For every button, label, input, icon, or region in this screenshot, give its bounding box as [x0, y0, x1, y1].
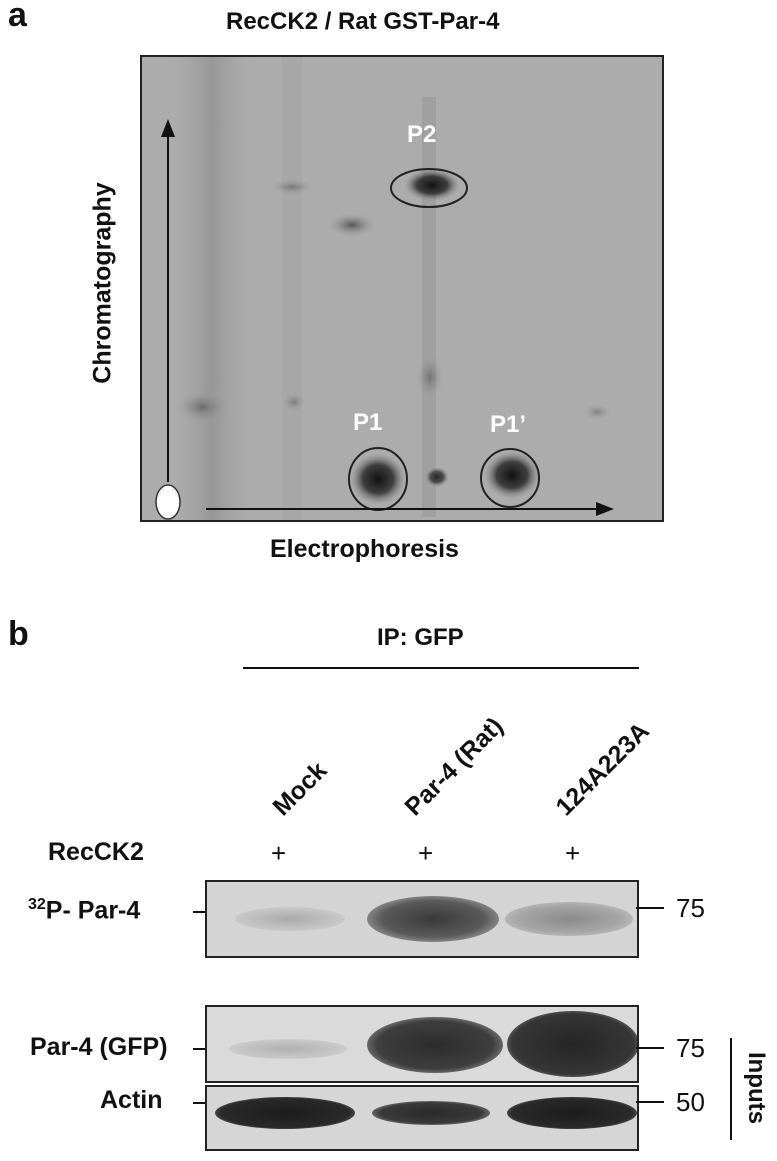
gfp-tick — [193, 1048, 207, 1050]
p32-blot — [205, 880, 639, 958]
gfp-band-par4-rat — [367, 1017, 503, 1073]
treatment-mark-mock: + — [271, 838, 287, 868]
treatment-label: RecCK2 — [48, 838, 144, 866]
spot-label-p1: P1 — [353, 409, 383, 436]
actin-band-mock — [215, 1097, 355, 1129]
actin-blot — [205, 1085, 639, 1151]
tlc-image — [140, 55, 664, 522]
lane-label-mock: Mock — [267, 756, 333, 822]
p32-label-text: P- Par-4 — [45, 896, 141, 925]
gfp-band-124a223a — [507, 1011, 637, 1077]
lane-label-par4-rat: Par-4 (Rat) — [399, 712, 509, 822]
ip-label: IP: GFP — [377, 624, 464, 651]
panel-a-title: RecCK2 / Rat GST-Par-4 — [226, 8, 500, 35]
inputs-bracket-line — [730, 1038, 732, 1140]
spot-label-p2: P2 — [407, 121, 437, 148]
actin-tick — [193, 1102, 207, 1104]
p32-band-124a223a — [505, 902, 633, 936]
tlc-image-graphic — [142, 57, 662, 520]
p32-band-mock — [235, 907, 345, 931]
actin-row-label: Actin — [100, 1086, 163, 1114]
gfp-band-mock — [229, 1039, 347, 1059]
x-axis-label: Electrophoresis — [270, 535, 459, 563]
p32-tick — [193, 911, 207, 913]
actin-band-par4-rat — [372, 1101, 490, 1125]
actin-band-124a223a — [507, 1097, 637, 1129]
panel-b-letter: b — [8, 615, 29, 653]
gfp-mw-label: 75 — [676, 1033, 705, 1063]
p32-mw-tick — [636, 907, 664, 909]
y-axis-label: Chromatography — [88, 182, 117, 384]
gfp-row-label: Par-4 (GFP) — [30, 1033, 168, 1061]
ip-bracket-line — [243, 667, 639, 669]
gfp-blot — [205, 1005, 639, 1083]
p32-band-par4-rat — [367, 896, 499, 942]
treatment-mark-124a223a: + — [565, 838, 581, 868]
p2-circle — [390, 168, 468, 208]
lane-label-124a223a: 124A223A — [550, 716, 655, 822]
actin-mw-tick — [636, 1101, 664, 1103]
origin-marker — [155, 484, 181, 520]
actin-mw-label: 50 — [676, 1087, 705, 1117]
panel-a-letter: a — [8, 0, 27, 34]
gfp-mw-tick — [636, 1047, 664, 1049]
spot-label-p1-prime: P1’ — [490, 411, 527, 438]
p1-prime-circle — [480, 448, 540, 508]
p32-superscript: 32 — [28, 896, 46, 913]
p32-mw-label: 75 — [676, 893, 705, 923]
treatment-mark-par4-rat: + — [418, 838, 434, 868]
inputs-label: Inputs — [743, 1052, 770, 1124]
p32-row-label: 32P- Par-4 — [28, 896, 140, 925]
